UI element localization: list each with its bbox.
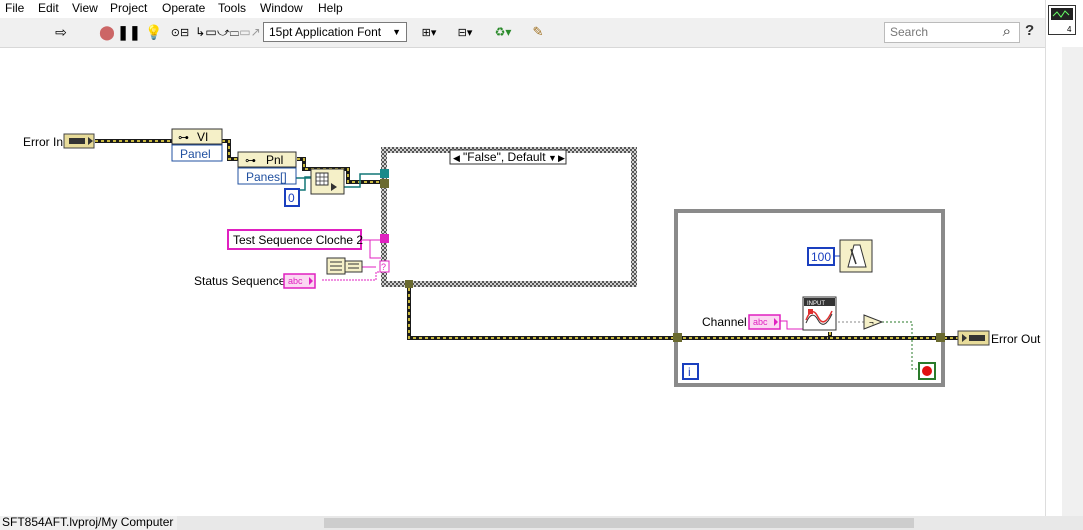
run-arrow-icon[interactable]: ⇨ xyxy=(55,23,67,40)
panes-property: Panes[] xyxy=(246,170,287,184)
wait-ms-value: 100 xyxy=(811,250,831,264)
key-icon: ⊶ xyxy=(178,132,189,144)
case-tunnel-string xyxy=(380,234,389,243)
svg-text:4: 4 xyxy=(1067,25,1072,34)
not-gate[interactable]: ¬ xyxy=(863,314,884,330)
retain-wire-icon[interactable]: ⊙⊟ xyxy=(170,26,190,39)
abc-icon-2: abc xyxy=(753,317,768,327)
menu-window[interactable]: Window xyxy=(260,1,303,15)
input-label: INPUT xyxy=(807,301,825,307)
vi-icon[interactable]: 4 xyxy=(1048,5,1076,35)
panel-property-node[interactable]: ⊶ Pnl Panes[] xyxy=(237,151,297,185)
align-icon[interactable]: ⊞▾ xyxy=(421,26,437,39)
case-dropdown-icon[interactable]: ▼ xyxy=(548,153,557,163)
vi-ref-label: VI xyxy=(197,130,208,144)
channel-wire[interactable] xyxy=(780,320,803,330)
menu-bar: File Edit View Project Operate Tools Win… xyxy=(0,0,1045,18)
case-tunnel-ref xyxy=(380,169,389,178)
index-constant-value: 0 xyxy=(288,191,295,205)
search-input[interactable]: Search ⌕ xyxy=(884,22,1020,43)
help-icon[interactable]: ? xyxy=(1025,22,1035,39)
pause-icon[interactable]: ❚❚ xyxy=(117,23,141,40)
key-icon-2: ⊶ xyxy=(245,155,256,167)
pnl-ref-label: Pnl xyxy=(266,153,283,167)
input-subvi[interactable]: INPUT xyxy=(802,296,837,331)
loop-tunnel-out xyxy=(936,333,945,342)
menu-tools[interactable]: Tools xyxy=(218,1,247,15)
step-out-icon[interactable]: ▭↗ xyxy=(239,25,261,39)
search-icon[interactable]: ⌕ xyxy=(1002,23,1011,40)
vertical-scrollbar[interactable] xyxy=(1062,47,1083,516)
not-symbol-icon: ¬ xyxy=(869,318,874,327)
vi-icon-graphic: 4 xyxy=(1051,8,1073,34)
search-placeholder: Search xyxy=(890,25,929,39)
step-into-icon[interactable]: ↳▭ xyxy=(195,25,217,39)
error-in-label: Error In xyxy=(23,135,63,149)
block-diagram: Error In ⊶ VI Panel ⊶ Pnl Panes[] 0 ◀ xyxy=(23,128,1041,387)
case-selector-terminal xyxy=(379,260,390,273)
step-over-icon[interactable]: ⤻▭ xyxy=(217,24,239,39)
toolbar: ⇨ ⬤ ❚❚ 💡 ⊙⊟ ↳▭ ⤻▭ ▭↗ 15pt Application Fo… xyxy=(0,18,1045,48)
menu-view[interactable]: View xyxy=(72,1,98,15)
case-structure[interactable]: ◀ "False", Default ▼ ▶ ? xyxy=(379,147,637,288)
prev-case-icon[interactable]: ◀ xyxy=(453,153,460,163)
vi-property-node[interactable]: ⊶ VI Panel xyxy=(171,128,223,162)
wait-ms-constant[interactable]: 100 xyxy=(807,247,835,266)
index-array-node[interactable] xyxy=(310,168,345,195)
panel-property: Panel xyxy=(180,147,211,161)
distribute-icon[interactable]: ⊟▾ xyxy=(457,26,473,39)
chevron-down-icon: ▼ xyxy=(392,27,401,37)
channel-control[interactable]: abc xyxy=(748,314,781,330)
abc-icon: abc xyxy=(288,276,303,286)
font-select[interactable]: 15pt Application Font ▼ xyxy=(263,22,407,42)
highlight-bulb-icon[interactable]: 💡 xyxy=(145,23,163,40)
menu-help[interactable]: Help xyxy=(318,1,343,15)
iteration-terminal xyxy=(682,363,699,380)
next-case-icon[interactable]: ▶ xyxy=(558,153,565,163)
loop-tunnel-in xyxy=(673,333,682,342)
concatenate-strings-node[interactable] xyxy=(326,257,363,275)
bool-wire[interactable] xyxy=(882,321,919,370)
cleanup-icon[interactable]: ✎ xyxy=(532,24,544,39)
case-tunnel-error xyxy=(380,179,389,188)
question-icon: ? xyxy=(381,262,386,272)
horizontal-scrollbar[interactable] xyxy=(177,516,1083,530)
reorder-icon[interactable]: ♻▾ xyxy=(494,25,512,39)
menu-operate[interactable]: Operate xyxy=(162,1,206,15)
wait-ms-node[interactable] xyxy=(839,239,873,273)
error-in-control[interactable] xyxy=(63,133,95,149)
index-wire[interactable] xyxy=(300,176,311,191)
while-loop[interactable]: i xyxy=(673,209,945,387)
pane-ref-wire[interactable] xyxy=(344,173,385,188)
iteration-label: i xyxy=(688,365,691,379)
test-sequence-text: Test Sequence Cloche 2 xyxy=(233,233,363,247)
menu-file[interactable]: File xyxy=(5,1,25,15)
error-out-label: Error Out xyxy=(991,332,1041,346)
channel-label: Channel xyxy=(702,315,747,329)
menu-edit[interactable]: Edit xyxy=(38,1,59,15)
horizontal-scroll-thumb[interactable] xyxy=(324,518,914,528)
abort-icon[interactable]: ⬤ xyxy=(99,23,115,40)
menu-project[interactable]: Project xyxy=(110,1,148,15)
stop-icon xyxy=(922,366,932,376)
index-constant[interactable]: 0 xyxy=(284,188,300,207)
case-selector-label: "False", Default xyxy=(463,150,546,164)
font-select-value: 15pt Application Font xyxy=(269,25,382,39)
project-path: SFT854AFT.lvproj/My Computer xyxy=(2,515,174,529)
status-sequence-label: Status Sequence xyxy=(194,274,286,288)
test-sequence-constant[interactable]: Test Sequence Cloche 2 xyxy=(227,229,363,250)
case-tunnel-out xyxy=(405,280,413,288)
error-out-indicator[interactable] xyxy=(957,330,990,346)
status-sequence-control[interactable]: abc xyxy=(283,273,316,289)
